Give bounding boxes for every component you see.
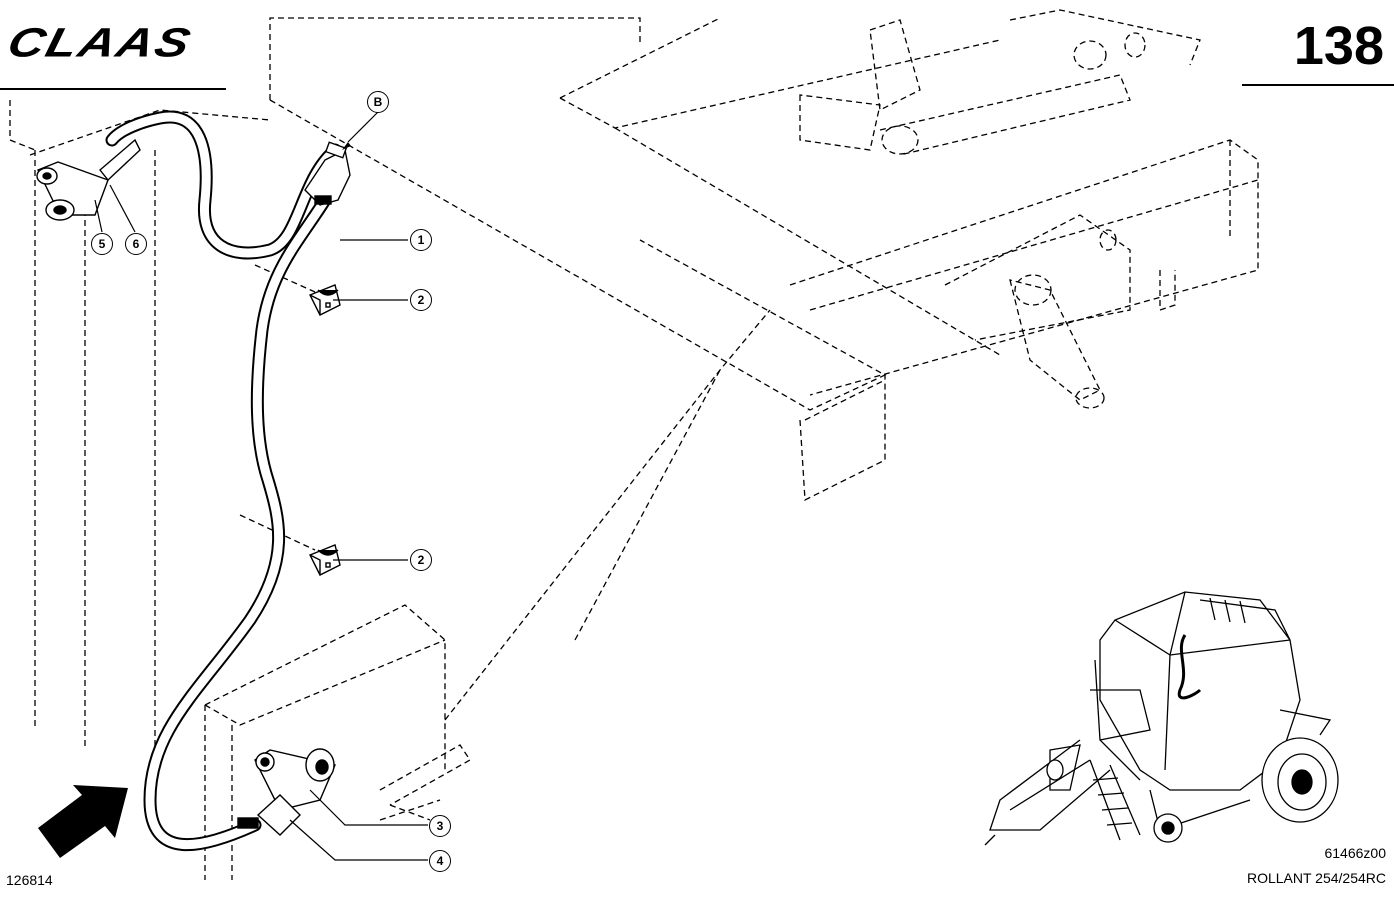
thumbnail-hose-highlight bbox=[1177, 634, 1202, 700]
brake-hose-outline bbox=[105, 110, 342, 852]
callout-b: B bbox=[367, 91, 389, 113]
hose-clip-upper bbox=[309, 284, 341, 316]
t-connector bbox=[304, 141, 351, 206]
callout-6: 6 bbox=[125, 233, 147, 255]
page-number: 138 bbox=[1293, 16, 1384, 76]
callout-4: 4 bbox=[429, 850, 451, 872]
machine-thumbnail bbox=[984, 591, 1339, 846]
callout-3: 3 bbox=[429, 815, 451, 837]
callout-1: 1 bbox=[410, 229, 432, 251]
figure-code: 61466z00 bbox=[1324, 845, 1386, 861]
frame-outline-dashed bbox=[9, 9, 1259, 880]
brake-hose-fill bbox=[107, 112, 340, 850]
model-name: ROLLANT 254/254RC bbox=[1246, 870, 1386, 886]
header-rule-right bbox=[1242, 84, 1394, 86]
callout-2-lower: 2 bbox=[410, 549, 432, 571]
wheel-cylinder-lower bbox=[237, 748, 336, 836]
header-rule-left bbox=[0, 88, 226, 90]
callout-5: 5 bbox=[91, 233, 113, 255]
leader-arrowhead bbox=[342, 142, 351, 150]
view-direction-arrow bbox=[38, 785, 128, 858]
leader-lines bbox=[94, 111, 428, 861]
hose-clip-lower bbox=[309, 544, 341, 576]
brand-logo: CLAAS bbox=[3, 19, 197, 66]
callout-2-upper: 2 bbox=[410, 289, 432, 311]
doc-number: 126814 bbox=[6, 872, 53, 888]
wheel-cylinder-upper bbox=[36, 138, 141, 221]
